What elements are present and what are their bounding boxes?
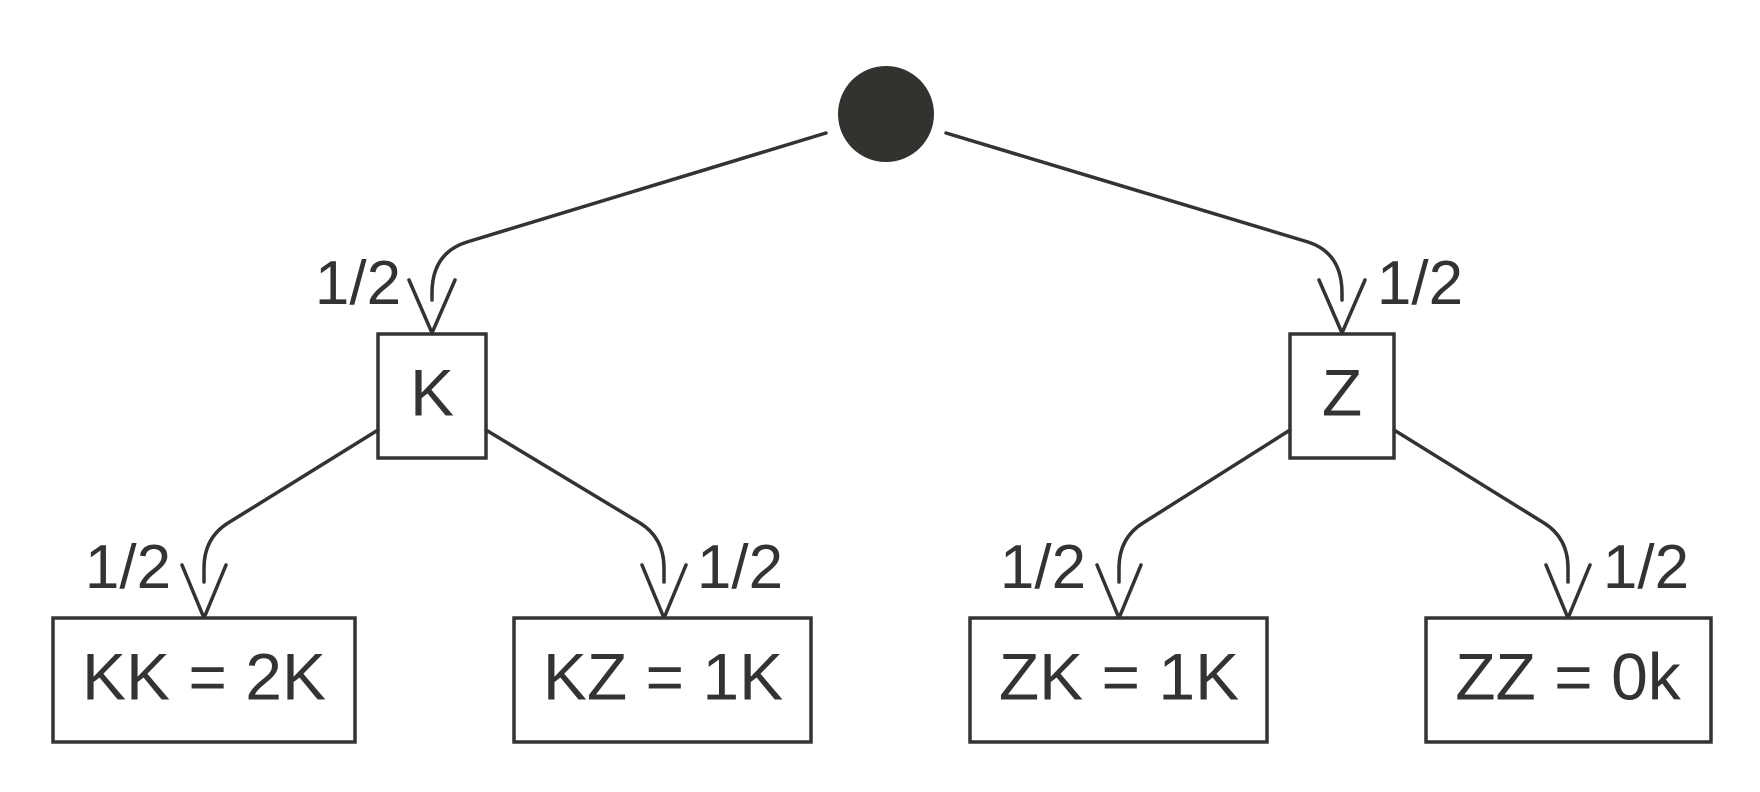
leaf-kk-label: KK = 2K: [82, 639, 326, 713]
prob-label-k: 1/2: [315, 249, 401, 318]
root-node: [838, 66, 934, 162]
node-z-box: [1288, 332, 1396, 460]
prob-label-kz: 1/2: [697, 533, 783, 602]
leaf-kz-label: KZ = 1K: [543, 639, 783, 713]
leaf-kk-box: [51, 616, 357, 744]
leaf-zk-box: [968, 616, 1269, 744]
leaf-kk: KK = 2K: [51, 616, 357, 744]
edge-k-to-kk: [202, 428, 380, 584]
edge-z-to-zk: [1117, 428, 1292, 584]
edge-k-to-kz: [484, 428, 666, 584]
leaf-kz: KZ = 1K: [512, 616, 813, 744]
leaf-zz-label: ZZ = 0k: [1455, 639, 1682, 713]
node-k-box: [376, 332, 488, 460]
prob-label-zz: 1/2: [1603, 533, 1689, 602]
prob-label-z: 1/2: [1377, 249, 1463, 318]
node-z: Z: [1288, 332, 1396, 460]
leaf-zz: ZZ = 0k: [1424, 616, 1713, 744]
leaf-zz-box: [1424, 616, 1713, 744]
node-k: K: [376, 332, 488, 460]
leaf-kz-box: [512, 616, 813, 744]
edge-root-to-k: [430, 131, 828, 302]
edge-z-to-zz: [1392, 428, 1570, 584]
leaf-zk: ZK = 1K: [968, 616, 1269, 744]
leaf-zk-label: ZK = 1K: [999, 639, 1239, 713]
node-z-label: Z: [1322, 355, 1362, 429]
prob-label-kk: 1/2: [85, 533, 171, 602]
node-k-label: K: [410, 355, 454, 429]
edge-root-to-z: [944, 131, 1344, 302]
prob-label-zk: 1/2: [1000, 533, 1086, 602]
